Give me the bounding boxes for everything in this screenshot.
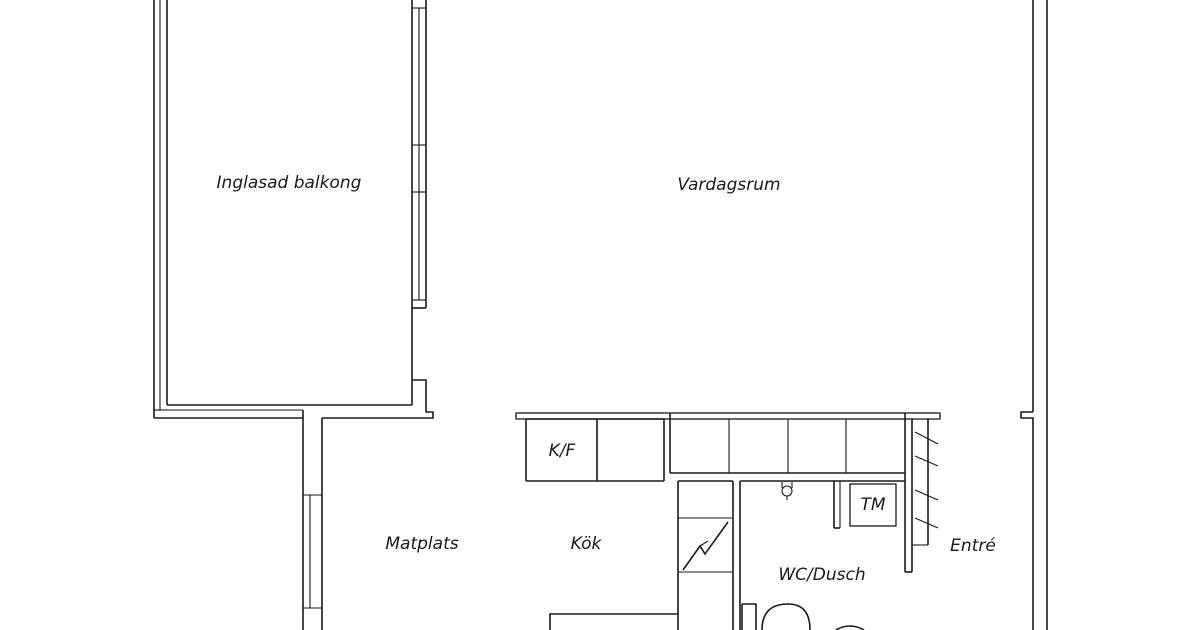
room-label-dining: Matplats [385,534,458,554]
room-label-entrance: Entré [950,536,996,556]
label-washing-machine: TM [860,495,885,515]
label-fridge-freezer: K/F [549,441,576,461]
entrance-closet [904,419,939,573]
balcony-area [153,0,434,419]
room-label-balcony: Inglasad balkong [217,173,362,193]
kitchen-counter [515,412,941,482]
room-label-bathroom: WC/Dusch [778,565,865,585]
dining-window-wall [302,410,323,630]
room-label-living-room: Vardagsrum [677,175,780,195]
right-outer-wall [1020,0,1048,630]
bathroom-walls [549,480,905,630]
room-label-kitchen: Kök [571,534,603,554]
